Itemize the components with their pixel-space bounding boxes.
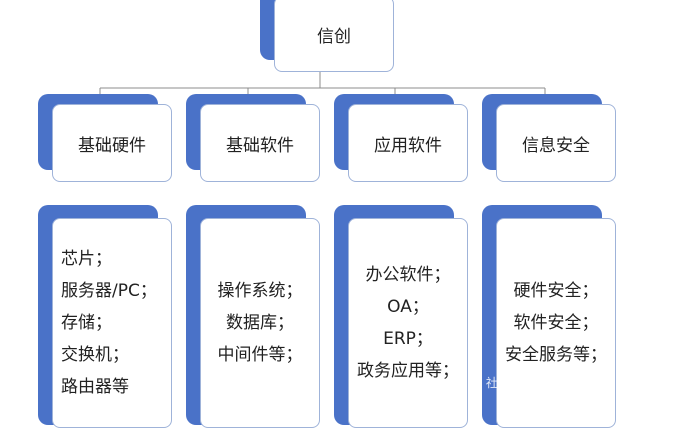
category-label-hardware: 基础硬件: [78, 135, 146, 156]
detail-item: 交换机；: [61, 345, 129, 365]
detail-item: 芯片；: [61, 249, 112, 269]
detail-item: OA；: [387, 297, 429, 317]
detail-item: ERP；: [383, 329, 433, 349]
detail-item: 数据库；: [226, 313, 294, 333]
category-node-card: 应用软件: [348, 104, 468, 182]
category-label-software: 基础软件: [226, 135, 294, 156]
category-node-card: 信息安全: [496, 104, 616, 182]
category-label-application: 应用软件: [374, 135, 442, 156]
root-node-card: 信创: [274, 0, 394, 72]
org-diagram: 信创 基础硬件 基础软件 应用软件 信息安全 芯片； 服务器/PC； 存储；: [38, 0, 616, 428]
root-node-label: 信创: [317, 26, 351, 47]
detail-item: 软件安全；: [513, 313, 599, 333]
detail-item: 办公软件；: [365, 265, 451, 285]
detail-item: 中间件等；: [217, 345, 303, 365]
detail-item: 存储；: [61, 313, 112, 333]
detail-item: 服务器/PC；: [61, 281, 157, 301]
category-node-card: 基础软件: [200, 104, 320, 182]
category-label-security: 信息安全: [522, 135, 590, 156]
detail-item: 路由器等: [61, 377, 129, 397]
watermark: 创 社区 @正版化: [470, 376, 562, 390]
detail-item: 政务应用等；: [357, 361, 459, 381]
detail-item: 安全服务等；: [505, 345, 607, 365]
detail-node-card: 硬件安全； 软件安全； 安全服务等；: [496, 218, 616, 428]
detail-node-card: 办公软件； OA； ERP； 政务应用等；: [348, 218, 468, 428]
detail-node-card: 操作系统； 数据库； 中间件等；: [200, 218, 320, 428]
detail-item: 硬件安全；: [513, 281, 599, 301]
detail-item: 操作系统；: [217, 281, 303, 301]
category-node-card: 基础硬件: [52, 104, 172, 182]
detail-node-card: 芯片； 服务器/PC； 存储； 交换机； 路由器等: [52, 218, 172, 428]
